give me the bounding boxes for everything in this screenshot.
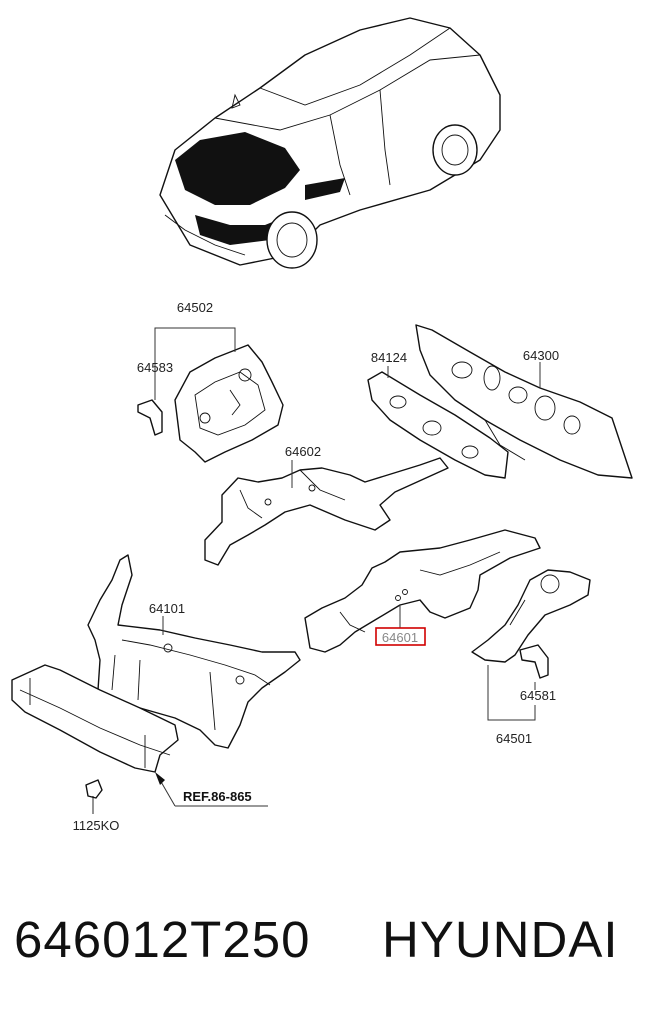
label-64581: 64581 xyxy=(520,688,556,703)
part-64601 xyxy=(304,529,541,653)
parts-diagram: 64502 64583 84124 64300 64602 64101 6460… xyxy=(11,17,633,833)
car-illustration xyxy=(159,17,501,269)
part-84124 xyxy=(367,371,509,479)
label-64501: 64501 xyxy=(496,731,532,746)
brand-name: HYUNDAI xyxy=(382,911,619,968)
part-64300 xyxy=(415,324,633,479)
bolt-1125KO xyxy=(85,779,103,814)
caption: 646012T250 HYUNDAI xyxy=(0,905,648,975)
label-64300: 64300 xyxy=(523,348,559,363)
label-ref: REF.86-865 xyxy=(183,789,252,804)
bumper-beam xyxy=(11,664,179,773)
label-84124: 84124 xyxy=(371,350,407,365)
label-64602: 64602 xyxy=(285,444,321,459)
label-1125KO: 1125KO xyxy=(73,818,120,833)
ref-arrow xyxy=(155,772,268,807)
part-64602 xyxy=(204,457,449,566)
leader-64501 xyxy=(487,665,536,721)
part-64581 xyxy=(519,644,549,679)
leader-64502 xyxy=(154,327,236,400)
part-64583 xyxy=(137,399,163,436)
label-64583: 64583 xyxy=(137,360,173,375)
part-64502 xyxy=(174,344,284,463)
label-64601: 64601 xyxy=(382,630,418,645)
label-64502: 64502 xyxy=(177,300,213,315)
part-number: 646012T250 xyxy=(14,911,311,968)
label-64101: 64101 xyxy=(149,601,185,616)
highlight-box-64601 xyxy=(375,627,426,646)
part-64501 xyxy=(471,569,591,663)
